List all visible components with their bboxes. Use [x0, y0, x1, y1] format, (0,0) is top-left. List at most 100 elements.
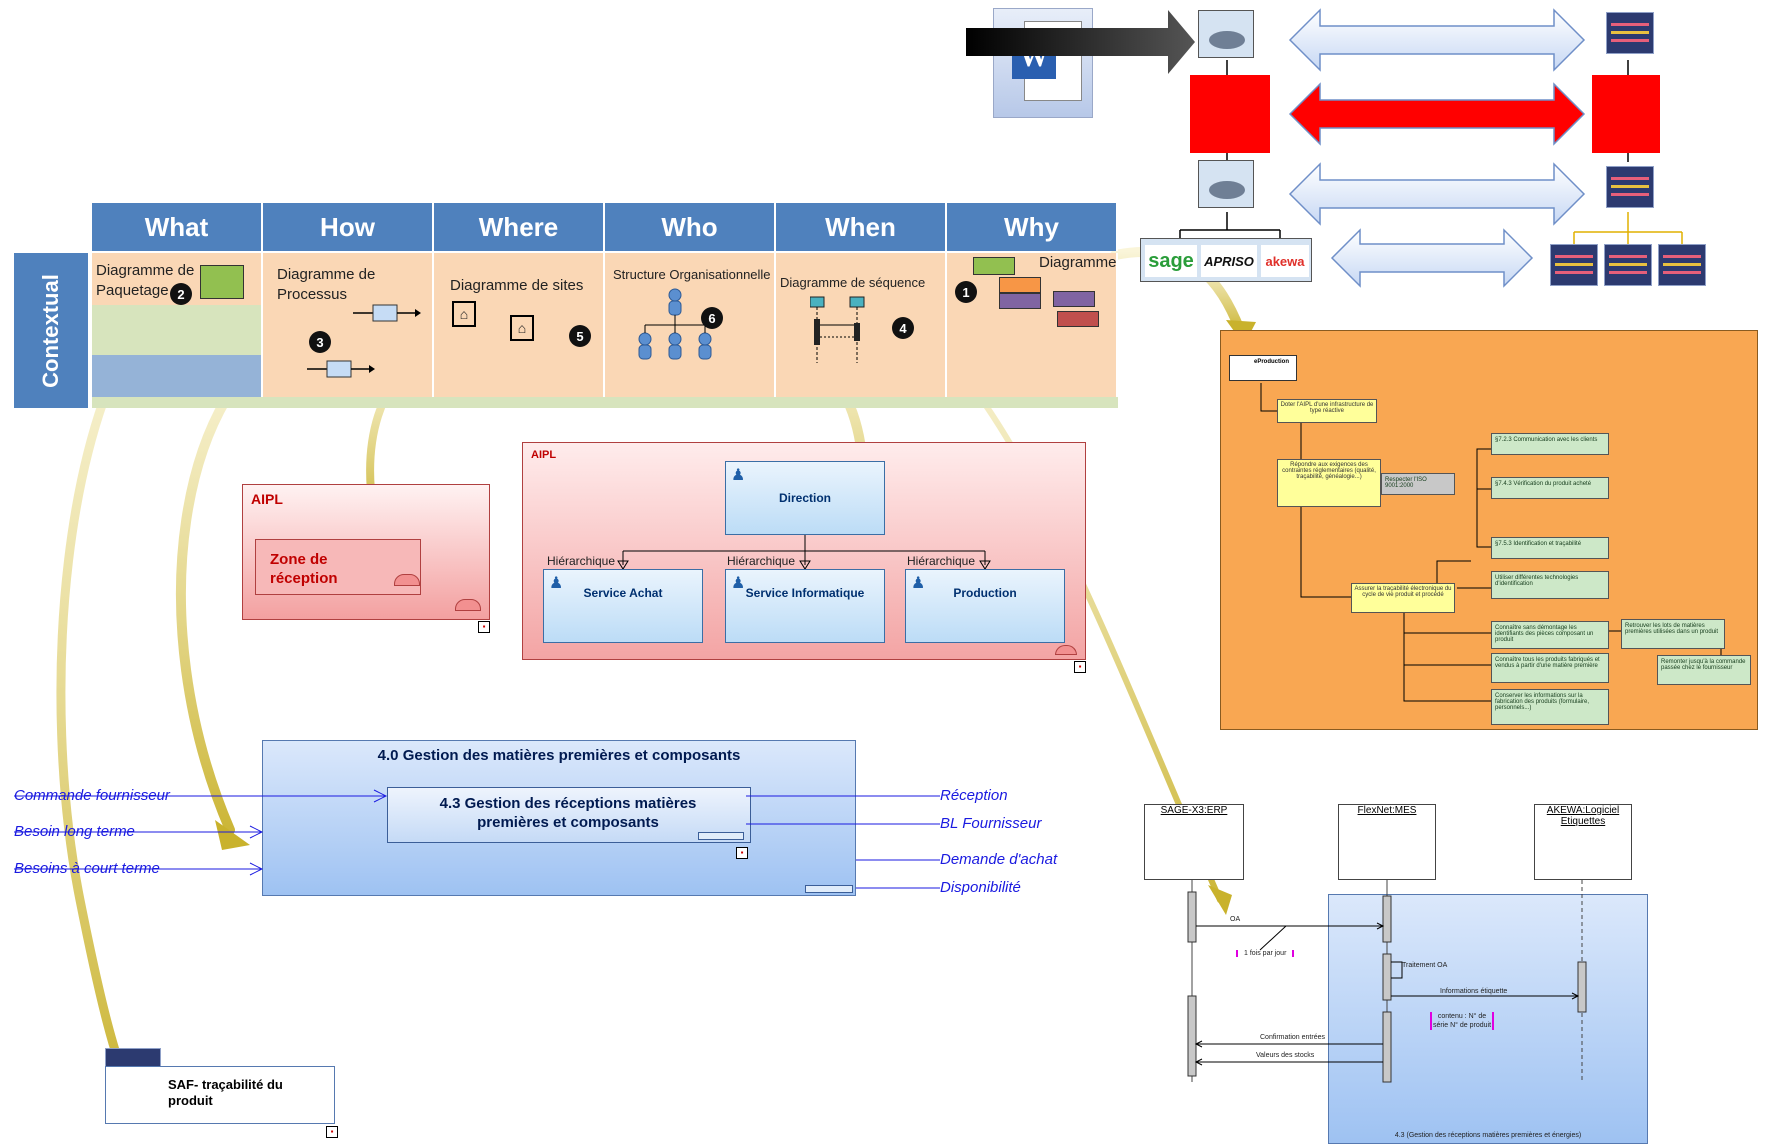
dev-package-2-disc [1209, 181, 1245, 199]
process-arrow-icon-2 [307, 360, 375, 378]
badge-2: 2 [170, 283, 192, 305]
reception-zone-label: Zone de réception [270, 551, 338, 587]
arrowhead-process [215, 820, 250, 850]
lifeline-akewa[interactable]: AKEWA:Logiciel Etiquettes [1534, 804, 1632, 880]
cell-how: Diagramme de Processus 3 [263, 253, 434, 397]
inner-subprocess-icon [698, 832, 744, 840]
aipl-org-block: AIPL Direction ♟ Hiérarchique Hiérarchiq… [522, 442, 1086, 660]
msg-frequency: 1 fois par jour [1236, 950, 1295, 957]
process-outer-box[interactable]: 4.0 Gestion des matières premières et co… [262, 740, 856, 896]
relation-label-3: Hiérarchique [907, 554, 976, 568]
red-block-right [1592, 75, 1660, 153]
req-723[interactable]: §7.2.3 Communication avec les clients [1491, 433, 1609, 455]
requirements-panel: eProduction Doter l'AIPL d'une infrastru… [1220, 330, 1758, 730]
req-fabrication[interactable]: Conserver les informations sur la fabric… [1491, 689, 1609, 725]
goal-reglementaire[interactable]: Répondre aux exigences des contraintes r… [1277, 459, 1381, 507]
goal-tracabilite[interactable]: Assurer la traçabilité électronique du c… [1351, 583, 1455, 613]
aipl-org-title: AIPL [531, 449, 557, 461]
badge-1: 1 [955, 281, 977, 303]
service-informatique-box[interactable]: Service Informatique [725, 569, 885, 643]
req-produits-vendus[interactable]: Connaître tous les produits fabriqués et… [1491, 653, 1609, 683]
sequence-icon [810, 296, 865, 363]
req-lots[interactable]: Retrouver les lots de matières premières… [1621, 619, 1725, 649]
sync-arrow-1 [1288, 8, 1586, 72]
when-label: Diagramme de séquence [780, 275, 926, 290]
column-when: When [776, 203, 947, 251]
badge-6: 6 [701, 307, 723, 329]
package-icon [200, 265, 244, 299]
service-achat-box[interactable]: Service Achat [543, 569, 703, 643]
app-chip-mid [1606, 166, 1654, 208]
output-disponibilite: Disponibilité [940, 879, 1021, 896]
req-753[interactable]: §7.5.3 Identification et traçabilité [1491, 537, 1609, 559]
req-iso9001[interactable]: Respecter l'ISO 9001:2000 [1381, 473, 1455, 495]
zone-icon-outer [455, 599, 481, 611]
app-chip-bottom-2 [1604, 244, 1652, 286]
why-label: Diagramme d'exigence [1039, 254, 1117, 271]
app-chip-bottom-3 [1658, 244, 1706, 286]
person-icon-direction: ♟ [731, 467, 746, 484]
org-structure-icon [638, 288, 712, 360]
goal-infrastructure[interactable]: Doter l'AIPL d'une infrastructure de typ… [1277, 399, 1377, 423]
column-what: What [92, 203, 263, 251]
process-arrow-icon [353, 304, 421, 322]
arrowhead-seq [1208, 885, 1232, 915]
req-icon-purple-2 [1053, 291, 1095, 307]
req-identifiants[interactable]: Connaître sans démontage les identifiant… [1491, 621, 1609, 649]
msg-confirmation: Confirmation entrées [1260, 1034, 1325, 1041]
cell-why: Diagramme d'exigence 1 [947, 253, 1118, 397]
req-icon-green [973, 257, 1015, 275]
aipl-zone-block: AIPL Zone de réception [242, 484, 490, 620]
how-label: Diagramme de Processus [277, 266, 376, 303]
msg-note-contenu: contenu : N° de série N° de produit [1430, 1012, 1494, 1030]
lifeline-sage[interactable]: SAGE-X3:ERP [1144, 804, 1244, 880]
activation-akewa [1577, 961, 1587, 1013]
link-icon-process[interactable]: ▪ [736, 847, 748, 859]
software-logos-group: sage APRISO akewa [1140, 238, 1312, 282]
link-icon-org[interactable]: ▪ [1074, 661, 1086, 673]
lifeline-flexnet[interactable]: FlexNet:MES [1338, 804, 1436, 880]
relation-label-1: Hiérarchique [547, 554, 616, 568]
app-chip-top [1606, 12, 1654, 54]
person-icon-achat: ♟ [549, 575, 564, 592]
req-743[interactable]: §7.4.3 Vérification du produit acheté [1491, 477, 1609, 499]
person-icon-prod: ♟ [911, 575, 926, 592]
activation-flex-2 [1382, 953, 1392, 1001]
sync-arrow-red [1288, 82, 1586, 146]
column-how: How [263, 203, 434, 251]
direction-box[interactable]: Direction [725, 461, 885, 535]
zone-icon [394, 574, 420, 586]
direction-label: Direction [778, 491, 831, 505]
link-icon-saf[interactable]: ▪ [326, 1126, 338, 1138]
process-inner-box[interactable]: 4.3 Gestion des réceptions matières prem… [387, 787, 751, 843]
msg-valeurs-stocks: Valeurs des stocks [1256, 1052, 1315, 1059]
dev-package-2 [1198, 160, 1254, 208]
row-label-contextual: Contextual [14, 253, 88, 408]
input-commande-fournisseur: Commande fournisseur [14, 787, 170, 804]
what-stripe-green [92, 305, 261, 355]
production-box[interactable]: Production [905, 569, 1065, 643]
req-icon-orange [999, 277, 1041, 293]
sequence-frame: 4.3 (Gestion des réceptions matières pre… [1328, 894, 1648, 1144]
sync-arrow-4 [1330, 228, 1534, 288]
output-demande-achat: Demande d'achat [940, 851, 1058, 868]
cell-where: Diagramme de sites ⌂ ⌂ 5 [434, 253, 605, 397]
req-commande[interactable]: Remonter jusqu'à la commande passée chez… [1657, 655, 1751, 685]
msg-informations-etiquette: Informations étiquette [1440, 988, 1508, 995]
activation-flex-3 [1382, 1011, 1392, 1083]
red-block-left [1190, 75, 1270, 153]
msg-traitement-oa: Traitement OA [1402, 962, 1448, 969]
req-technologies[interactable]: Utiliser différentes technologies d'iden… [1491, 571, 1609, 599]
saf-box[interactable]: SAF- traçabilité du produit [105, 1066, 335, 1124]
activation-sage-2 [1187, 995, 1197, 1077]
req-icon-red [1057, 311, 1099, 327]
person-icon-info: ♟ [731, 575, 746, 592]
aipl-zone-title: AIPL [251, 491, 283, 507]
input-besoins-court-terme: Besoins à court terme [14, 860, 160, 877]
link-icon[interactable]: ▪ [478, 621, 490, 633]
apriso-logo: APRISO [1201, 245, 1257, 277]
sequence-lines [1187, 880, 1587, 1083]
reception-zone-box[interactable]: Zone de réception [255, 539, 421, 595]
eproduction-node[interactable]: eProduction [1229, 355, 1297, 381]
production-label: Production [953, 586, 1017, 600]
